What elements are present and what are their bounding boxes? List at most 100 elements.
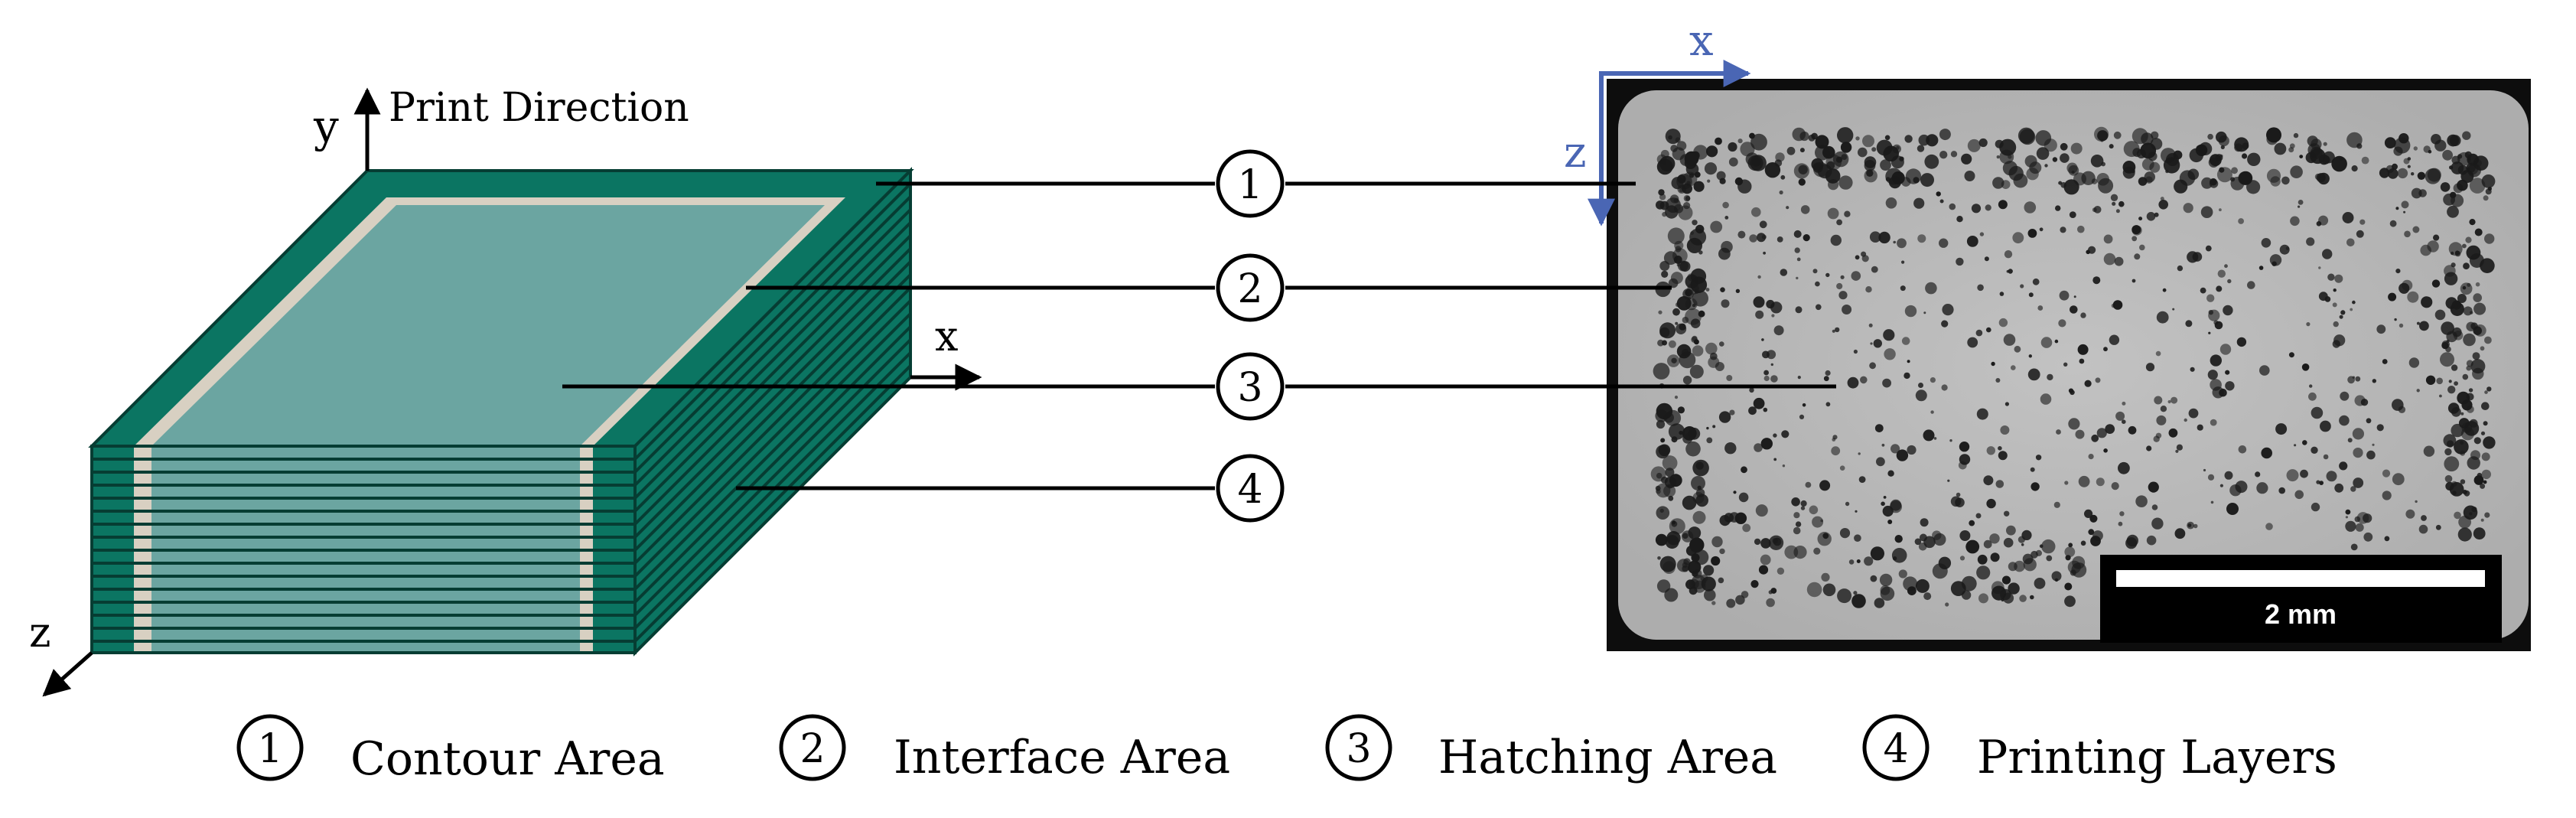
pore [1691,553,1700,562]
pore [2208,157,2219,168]
pore [1923,429,1935,442]
callout-1: 1 [1216,149,1285,218]
pore [2451,161,2464,174]
pore [1977,554,1988,565]
pore [2219,484,2223,487]
pore [2084,380,2092,387]
pore [2466,360,2473,367]
pore [2342,212,2354,223]
pore [1870,575,1877,582]
pore [1719,178,1726,184]
pore [2184,418,2187,422]
pore [1896,449,1909,461]
pore [2146,535,2157,546]
pore [1703,565,1715,576]
pore [2210,500,2214,504]
pore [2151,504,2158,510]
pore [2460,479,2466,484]
pore [1738,492,1749,503]
pore [1874,598,1885,608]
pore [2225,381,2235,391]
pore [2279,244,2290,255]
pore [2205,245,2212,252]
pore [2003,537,2014,548]
pore [1985,204,1991,211]
pore [1947,479,1950,482]
pore [2246,180,2261,194]
pore [2379,168,2390,178]
pore [1887,470,1894,477]
pore [2372,443,2375,446]
pore [1728,142,1737,152]
pore [2187,251,2199,263]
pore [1791,497,1800,507]
layer-line [633,208,912,487]
pore [2032,278,2040,285]
pore [1907,445,1917,455]
pore [2472,367,2484,380]
pore [1815,135,1829,149]
pore [2340,157,2343,161]
pore [1748,406,1757,416]
pore [1976,408,1988,420]
pore [2352,300,2356,305]
pore [1839,528,1851,539]
pore [2363,532,2373,542]
pore [2382,490,2392,500]
pore [1747,155,1763,171]
pore [2122,401,2126,406]
pore [2004,402,2009,406]
pore [2399,323,2404,328]
pore [2333,334,2346,347]
pore [2447,205,2459,218]
pore [2060,142,2068,151]
legend-item-contour: 1 Contour Area [236,714,665,786]
pore [1707,179,1711,183]
pore [1885,197,1897,209]
pore [2115,411,2125,421]
pore [1693,181,1705,192]
pore [1864,556,1874,566]
pore [1754,538,1761,546]
print-direction-label: Print Direction [389,85,689,131]
pore [2447,386,2456,394]
pore [2468,388,2473,393]
pore [1690,276,1708,294]
pore [1914,538,1922,546]
pore [2481,174,2496,188]
pore [1671,436,1678,443]
pore [2423,445,2435,457]
pore [1950,151,1958,158]
pore [1712,425,1716,429]
pore [2162,288,2167,292]
pore [1692,220,1698,226]
pore [2001,575,2011,585]
pore [2219,154,2223,158]
pore [2206,294,2215,302]
pore [1719,548,1725,555]
pore [1658,310,1663,314]
pore [2302,440,2307,445]
pore [1851,271,1861,281]
pore [2131,128,2148,145]
pore [1663,251,1678,266]
pore [2187,523,2192,527]
pore [1799,148,1805,153]
pore [1900,285,1906,292]
pore [2109,334,2120,345]
pore [2068,543,2073,548]
legend-item-printing-layers: 4 Printing Layers [1862,714,2337,784]
pore [1735,595,1745,605]
pore [2481,402,2490,410]
pore [2306,322,2311,327]
pore [1720,287,1725,293]
pore [2090,536,2101,546]
pore [1751,207,1761,217]
pore [2480,431,2486,435]
pore [1998,200,2008,210]
pore [2382,469,2391,477]
pore [2439,394,2442,398]
pore [2389,220,2397,227]
pore [1858,147,1868,158]
pore [2064,582,2073,591]
